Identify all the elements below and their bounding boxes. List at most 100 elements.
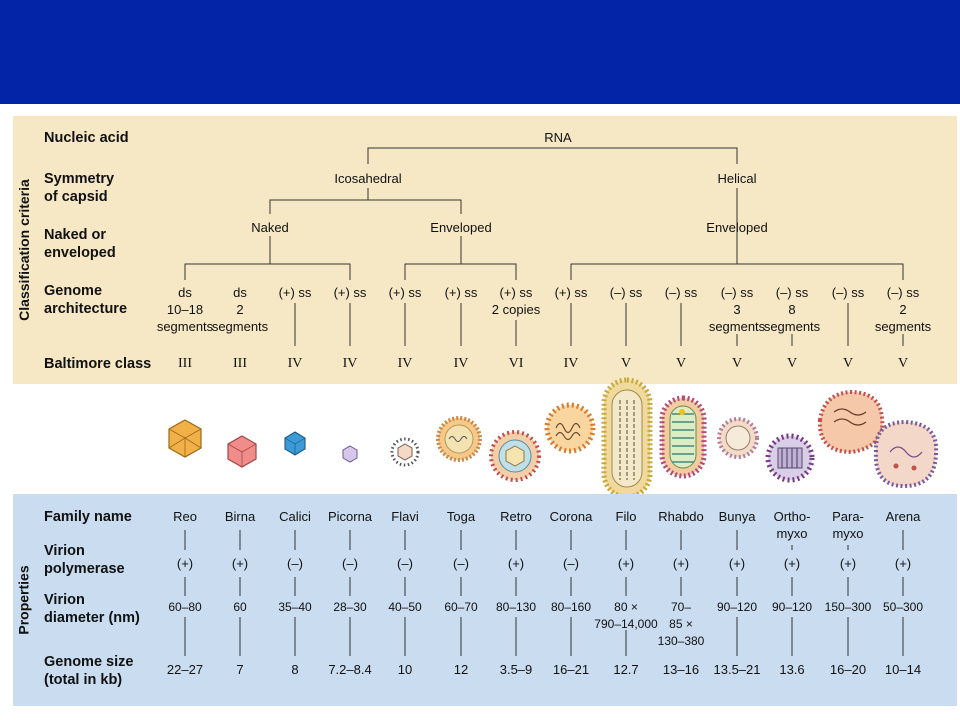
baltimore-toga: IV [453,356,469,371]
diameter-flavi: 40–50 [388,600,422,614]
row-label-nucleic-acid: Nucleic acid [44,130,129,146]
genome-reo: ds 10–18 segments [156,285,214,334]
genome-picorna: (+) ss [333,285,367,300]
baltimore-birna: III [233,356,247,371]
diameter-birna: 60 [233,600,247,614]
diameter-retro: 80–130 [495,600,537,614]
genome-birna: ds 2 segments [211,285,269,334]
genome-arena: (–) ss 2 segments [874,285,932,334]
diameter-arena: 50–300 [882,600,924,614]
family-flavi: Flavi [391,509,419,524]
tree-node-icosahedral: Icosahedral [334,171,402,186]
polymerase-birna: (+) [231,556,249,571]
diameter-toga: 60–70 [444,600,478,614]
genome-size-flavi: 10 [397,662,413,677]
tree-node-rna: RNA [544,130,572,145]
row-label-symmetry: Symmetry of capsid [44,171,115,205]
polymerase-corona: (–) [563,556,579,571]
genome-rhabdo: (–) ss [664,285,698,300]
polymerase-arena: (+) [894,556,912,571]
genome-size-reo: 22–27 [166,662,204,677]
row-label-family: Family name [44,509,132,525]
genome-size-corona: 16–21 [552,662,590,677]
genome-size-birna: 7 [236,662,244,677]
genome-size-calici: 8 [291,662,299,677]
baltimore-bunya: V [731,356,743,371]
genome-toga: (+) ss [444,285,478,300]
genome-calici: (+) ss [278,285,312,300]
family-arena: Arena [885,509,921,524]
virion-rhabdo-icon [659,395,707,479]
baltimore-picorna: IV [342,356,358,371]
polymerase-filo: (+) [617,556,635,571]
header-bar [0,0,960,104]
baltimore-retro: VI [508,356,524,371]
polymerase-flavi: (–) [397,556,413,571]
row-label-genome-size: Genome size (total in kb) [44,654,134,688]
polymerase-paramyxo: (+) [839,556,857,571]
diameter-corona: 80–160 [550,600,592,614]
baltimore-orthomyxo: V [786,356,798,371]
virion-filo-icon [601,377,653,500]
family-reo: Reo [173,509,197,524]
tree-node-naked: Naked [251,220,289,235]
diameter-rhabdo: 70– 85 × 130–380 [657,600,705,648]
polymerase-reo: (+) [176,556,194,571]
genome-size-rhabdo: 13–16 [662,662,700,677]
genome-retro: (+) ss 2 copies [491,285,541,317]
genome-size-paramyxo: 16–20 [829,662,867,677]
genome-bunya: (–) ss 3 segments [708,285,766,334]
baltimore-arena: V [897,356,909,371]
family-rhabdo: Rhabdo [658,509,704,524]
tree-node-helical: Helical [717,171,757,186]
tree-node-enveloped-helical: Enveloped [706,220,768,235]
family-bunya: Bunya [718,509,756,524]
row-label-envelope: Naked or enveloped [44,227,116,261]
polymerase-calici: (–) [287,556,303,571]
family-corona: Corona [549,509,593,524]
diameter-filo: 80 × 790–14,000 [594,600,658,631]
baltimore-corona: IV [563,356,579,371]
row-label-baltimore: Baltimore class [44,356,152,372]
tree-node-enveloped-icosahedral: Enveloped [430,220,492,235]
virion-bunya-icon [717,417,759,459]
genome-size-picorna: 7.2–8.4 [328,662,372,677]
family-paramyxo: Para- myxo [832,509,864,541]
family-birna: Birna [224,509,256,524]
virion-corona-icon [544,402,596,454]
virion-arena-icon [873,419,939,489]
polymerase-rhabdo: (+) [672,556,690,571]
family-calici: Calici [279,509,311,524]
virion-toga-icon [436,416,482,462]
diameter-reo: 60–80 [168,600,202,614]
polymerase-bunya: (+) [728,556,746,571]
genome-paramyxo: (–) ss [831,285,865,300]
genome-size-bunya: 13.5–21 [713,662,761,677]
classification-panel [13,116,957,384]
baltimore-rhabdo: V [675,356,687,371]
family-picorna: Picorna [327,509,373,524]
family-retro: Retro [500,509,532,524]
family-orthomyxo: Ortho- myxo [773,509,811,541]
genome-flavi: (+) ss [388,285,422,300]
genome-size-orthomyxo: 13.6 [779,662,805,677]
baltimore-filo: V [620,356,632,371]
polymerase-retro: (+) [507,556,525,571]
virion-picorna-icon [342,445,358,463]
virion-orthomyxo-icon [765,433,815,483]
virion-reo-icon [168,419,202,458]
baltimore-paramyxo: V [842,356,854,371]
genome-corona: (+) ss [554,285,588,300]
genome-filo: (–) ss [609,285,643,300]
virion-flavi-icon [390,437,420,467]
baltimore-flavi: IV [397,356,413,371]
diameter-calici: 35–40 [278,600,312,614]
polymerase-picorna: (–) [342,556,358,571]
diameter-bunya: 90–120 [716,600,758,614]
diameter-paramyxo: 150–300 [824,600,872,614]
virion-calici-icon [284,431,306,456]
polymerase-orthomyxo: (+) [783,556,801,571]
